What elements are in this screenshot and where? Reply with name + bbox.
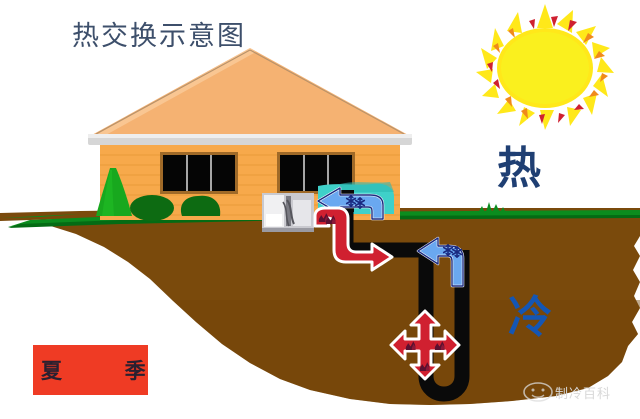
bush-left [130,195,174,221]
hot-fluid-descending-arrow[interactable] [313,206,394,272]
roof [90,48,410,136]
bush-right [180,195,221,216]
cloud-face-logo-icon [523,382,553,402]
cool-fluid-return-arrow[interactable] [416,236,465,288]
vegetation [96,168,221,221]
season-badge [33,345,148,395]
sun-icon [476,4,614,130]
indoor-heat-pump-unit [262,193,314,232]
window-left [160,152,238,194]
ground-heat-rejection-cross-arrow[interactable] [389,309,461,381]
